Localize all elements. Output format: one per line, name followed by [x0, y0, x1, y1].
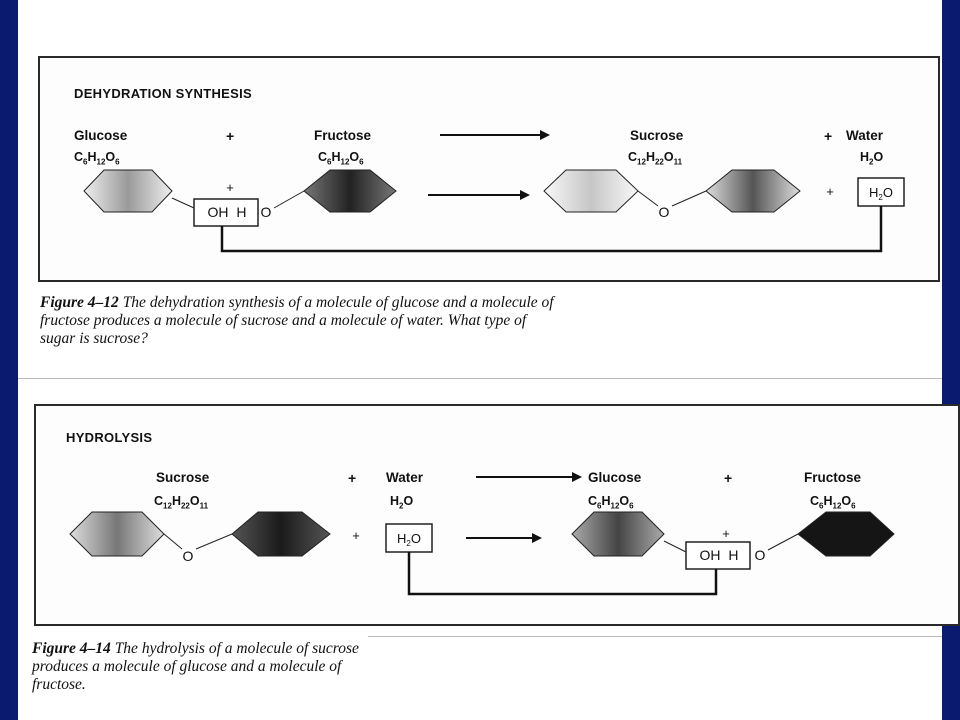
bond-line [171, 197, 195, 209]
sucrose-glucose-ring [543, 169, 639, 213]
divider [18, 378, 942, 379]
bond-line [663, 540, 687, 553]
bond-line [671, 190, 707, 207]
fructose-formula: C6H12O6 [318, 150, 364, 167]
glucose-ring [571, 511, 665, 557]
water-box [857, 177, 905, 207]
hydrolysis-diagram: O + H2O + OH H O [69, 472, 895, 596]
fructose-label: Fructose [804, 470, 862, 485]
sucrose-label: Sucrose [630, 128, 684, 143]
oxygen-atom: O [183, 548, 194, 564]
glucose-label: Glucose [74, 128, 128, 143]
caption-text: The dehydration synthesis of a molecule … [40, 294, 554, 347]
oh-h-box [193, 198, 259, 227]
plus-sign: + [722, 526, 730, 541]
oxygen-atom: O [659, 204, 670, 220]
water-box-text: H2O [397, 531, 421, 548]
plus-sign: + [226, 128, 235, 144]
dehydration-diagram: OH H + O O + H2O [83, 130, 905, 253]
bond-line [163, 533, 183, 550]
figure-4-12-caption: Figure 4–12 The dehydration synthesis of… [40, 294, 560, 348]
sucrose-glucose-ring [69, 511, 165, 557]
glucose-ring [83, 169, 173, 213]
oh-h-text: OH H [208, 204, 247, 220]
sucrose-fructose-ring [231, 511, 331, 557]
caption-figure-label: Figure 4–12 [40, 294, 119, 311]
slide: DEHYDRATION SYNTHESIS Glucose + Fructose… [18, 0, 960, 720]
caption-text: The hydrolysis of a molecule of sucrose … [32, 640, 359, 693]
divider [368, 636, 942, 637]
glucose-formula: C6H12O6 [74, 150, 120, 167]
panel-title: DEHYDRATION SYNTHESIS [74, 86, 252, 101]
plus-sign: + [352, 528, 360, 543]
sucrose-label: Sucrose [156, 470, 210, 485]
plus-sign: + [226, 180, 234, 195]
water-label: Water [846, 128, 884, 143]
water-connector-line [407, 552, 718, 596]
plus-sign: + [826, 184, 834, 199]
fructose-ring [797, 511, 895, 557]
plus-sign: + [724, 470, 733, 486]
plus-sign: + [824, 128, 833, 144]
oh-h-text: OH H [700, 547, 739, 563]
water-box-text: H2O [869, 185, 893, 202]
fructose-ring [303, 169, 397, 213]
figure-4-14-caption: Figure 4–14 The hydrolysis of a molecule… [32, 640, 362, 694]
oh-h-box [685, 541, 751, 570]
arrow-head-icon [540, 130, 550, 140]
arrow-head-icon [520, 190, 530, 200]
fructose-label: Fructose [314, 128, 372, 143]
oxygen-atom: O [755, 547, 766, 563]
sucrose-formula: C12H22O11 [628, 150, 683, 167]
water-label: Water [386, 470, 424, 485]
panel-title: HYDROLYSIS [66, 430, 153, 445]
sucrose-formula: C12H22O11 [154, 494, 209, 511]
plus-sign: + [348, 470, 357, 486]
hydrolysis-panel: HYDROLYSIS Sucrose + Water Glucose + Fru… [34, 404, 960, 626]
arrow-head-icon [532, 533, 542, 543]
bond-line [273, 190, 305, 209]
dehydration-synthesis-panel: DEHYDRATION SYNTHESIS Glucose + Fructose… [38, 56, 940, 282]
water-formula: H2O [390, 494, 414, 511]
bond-line [767, 533, 799, 551]
oxygen-atom: O [261, 204, 272, 220]
water-formula: H2O [860, 150, 884, 167]
glucose-formula: C6H12O6 [588, 494, 634, 511]
bond-line [637, 190, 659, 207]
water-connector-line [220, 206, 883, 253]
caption-figure-label: Figure 4–14 [32, 640, 111, 657]
fructose-formula: C6H12O6 [810, 494, 856, 511]
bond-line [195, 533, 233, 550]
sucrose-fructose-ring [705, 169, 801, 213]
glucose-label: Glucose [588, 470, 642, 485]
arrow-head-icon [572, 472, 582, 482]
